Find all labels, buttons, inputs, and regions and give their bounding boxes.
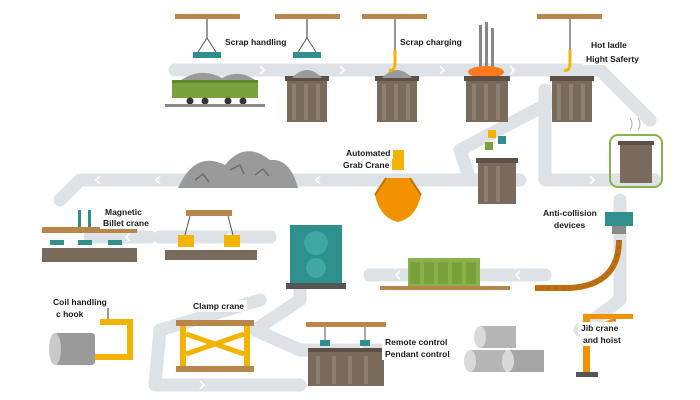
- grab-crane: [374, 150, 422, 222]
- hot-ladle: [550, 50, 594, 122]
- label-pendant-control: Pendant control: [382, 348, 453, 360]
- secondary-ladle: [609, 117, 663, 188]
- scrap-bucket-1: [285, 70, 329, 122]
- label-magnetic: Magnetic: [102, 206, 145, 218]
- hook-icon: [388, 50, 397, 72]
- label-scrap-handling: Scrap handling: [222, 36, 290, 48]
- curved-caster: [535, 212, 633, 291]
- label-clamp-crane: Clamp crane: [190, 300, 248, 312]
- billet-yard-crane: [165, 210, 257, 260]
- label-automated: Automated: [343, 147, 394, 159]
- label-grab-crane: Grab Crane: [340, 159, 393, 171]
- pendant-crane: [306, 322, 386, 386]
- label-billet-crane: Billet crane: [100, 217, 152, 229]
- label-and-hoist: and hoist: [580, 334, 624, 346]
- scrap-wagon: [165, 72, 265, 107]
- scrap-magnet-2: [293, 37, 321, 58]
- scrap-magnet-1: [193, 37, 221, 58]
- label-c-hook: c hook: [53, 308, 87, 320]
- alloy-ladle: [476, 130, 518, 204]
- label-scrap-charging: Scrap charging: [397, 36, 465, 48]
- label-devices: devices: [551, 219, 589, 231]
- label-hot-ladle: Hot ladle: [588, 39, 630, 51]
- label-hight-saferty: Hight Saferty: [583, 53, 642, 65]
- scrap-pile: [178, 151, 298, 188]
- magnetic-billet-crane: [42, 210, 137, 262]
- top-crane-beams: [175, 14, 602, 50]
- scrap-bucket-2: [375, 70, 419, 122]
- coil-hook: [49, 300, 133, 365]
- label-remote-control: Remote control: [382, 336, 451, 348]
- label-anti-collision: Anti-collision: [540, 207, 600, 219]
- label-jib-crane: Jib crane: [578, 322, 622, 334]
- roller-table: [380, 258, 510, 290]
- electric-arc-furnace: [464, 22, 510, 122]
- caster-machine: [286, 225, 346, 289]
- steel-coils: [464, 326, 544, 372]
- label-coil-handling: Coil handling: [50, 296, 110, 308]
- clamp-crane: [176, 320, 254, 372]
